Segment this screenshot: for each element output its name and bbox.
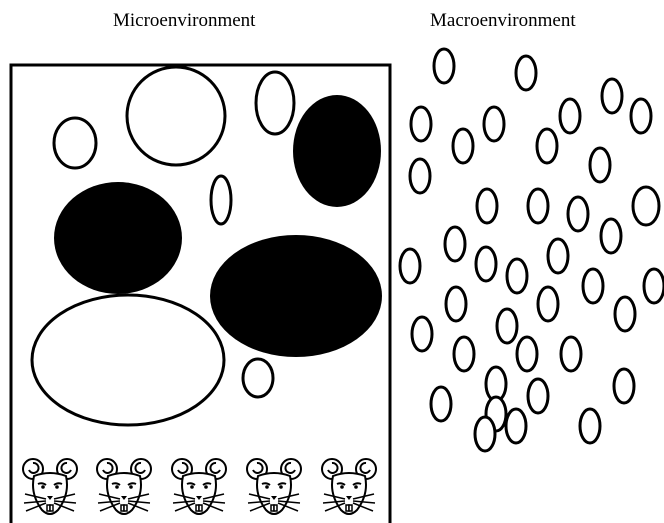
macro-particle bbox=[454, 337, 474, 371]
mouse-face-icon bbox=[247, 459, 301, 514]
macro-particle bbox=[601, 219, 621, 253]
macro-particle bbox=[434, 49, 454, 83]
macro-particle bbox=[583, 269, 603, 303]
macro-particle bbox=[506, 409, 526, 443]
macro-particle bbox=[631, 99, 651, 133]
macro-particle bbox=[614, 369, 634, 403]
macro-particle bbox=[475, 417, 495, 451]
macro-particle bbox=[517, 337, 537, 371]
macro-particle bbox=[516, 56, 536, 90]
mouse-face-icon bbox=[322, 459, 376, 514]
macro-particle bbox=[633, 187, 659, 225]
macro-particle bbox=[507, 259, 527, 293]
macro-particle bbox=[484, 107, 504, 141]
micro-particle bbox=[127, 67, 225, 165]
micro-particle-dark bbox=[293, 95, 381, 207]
mouse-face-icon bbox=[97, 459, 151, 514]
macroenvironment-particles bbox=[400, 49, 664, 451]
micro-particle-dark bbox=[210, 235, 382, 357]
macro-particle bbox=[548, 239, 568, 273]
macro-particle bbox=[568, 197, 588, 231]
microenvironment-particles bbox=[32, 67, 382, 425]
macro-particle bbox=[580, 409, 600, 443]
micro-particle bbox=[211, 176, 231, 224]
mice-row bbox=[23, 459, 376, 514]
macro-particle bbox=[644, 269, 664, 303]
macro-particle bbox=[431, 387, 451, 421]
macro-particle bbox=[602, 79, 622, 113]
micro-particle bbox=[32, 295, 224, 425]
macro-particle bbox=[445, 227, 465, 261]
macro-particle bbox=[410, 159, 430, 193]
macro-particle bbox=[411, 107, 431, 141]
macro-particle bbox=[453, 129, 473, 163]
macro-particle bbox=[446, 287, 466, 321]
macro-particle bbox=[590, 148, 610, 182]
macro-particle bbox=[537, 129, 557, 163]
macro-particle bbox=[560, 99, 580, 133]
macro-particle bbox=[412, 317, 432, 351]
macro-particle bbox=[528, 379, 548, 413]
macro-particle bbox=[615, 297, 635, 331]
mouse-face-icon bbox=[172, 459, 226, 514]
macro-particle bbox=[497, 309, 517, 343]
macro-particle bbox=[476, 247, 496, 281]
micro-particle bbox=[54, 118, 96, 168]
micro-particle-dark bbox=[54, 182, 182, 294]
micro-particle bbox=[243, 359, 273, 397]
macro-particle bbox=[561, 337, 581, 371]
macro-particle bbox=[400, 249, 420, 283]
micro-particle bbox=[256, 72, 294, 134]
macro-particle bbox=[528, 189, 548, 223]
mouse-face-icon bbox=[23, 459, 77, 514]
macro-particle bbox=[477, 189, 497, 223]
macro-particle bbox=[538, 287, 558, 321]
